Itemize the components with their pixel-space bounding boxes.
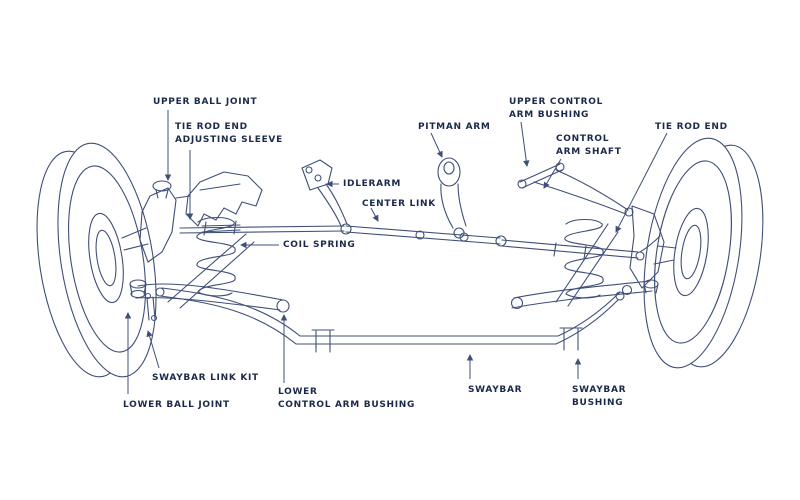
swaybar-link-kit-part — [144, 292, 158, 322]
label-tie-rod-end-right: TIE ROD END — [655, 122, 728, 132]
label-tie-rod-end-adjusting-sleeve: TIE ROD END ADJUSTING SLEEVE — [175, 122, 283, 145]
coil-spring-left — [196, 216, 236, 297]
tie-rod-right — [501, 235, 661, 261]
label-swaybar-bushing: SWAYBAR BUSHING — [572, 385, 627, 408]
label-upper-control-arm-bushing: UPPER CONTROL ARM BUSHING — [509, 97, 604, 120]
upper-control-arm-right — [533, 169, 634, 217]
lower-control-arm-left — [135, 283, 290, 313]
center-link-part — [340, 223, 507, 247]
label-coil-spring: COIL SPRING — [283, 240, 356, 250]
leader-upper-control-arm-bushing — [520, 121, 530, 167]
label-control-arm-shaft: CONTROL ARM SHAFT — [556, 134, 622, 157]
swaybar-part — [155, 287, 625, 345]
swaybar-bushing-right — [559, 327, 583, 351]
label-upper-ball-joint: UPPER BALL JOINT — [153, 97, 258, 107]
left-knuckle — [121, 187, 177, 263]
tie-rod-left — [179, 225, 345, 234]
leader-pitman-arm — [430, 132, 443, 158]
left-upper-bracket — [175, 171, 263, 227]
leader-tie-rod-end-right — [615, 132, 668, 233]
label-pitman-arm: PITMAN ARM — [418, 122, 491, 132]
adjusting-sleeve-part — [201, 220, 241, 236]
leader-center-link — [370, 207, 379, 222]
label-lower-control-arm-bushing: LOWER CONTROL ARM BUSHING — [278, 387, 416, 410]
leader-lines — [124, 110, 668, 394]
right-wheel — [643, 137, 764, 369]
lower-ball-joint-part — [129, 279, 147, 299]
leader-control-arm-shaft — [543, 158, 562, 189]
pitman-arm-part — [437, 157, 467, 239]
left-wheel — [36, 142, 157, 378]
label-swaybar: SWAYBAR — [468, 385, 523, 395]
coil-spring-right — [555, 218, 619, 307]
label-lower-ball-joint: LOWER BALL JOINT — [123, 400, 230, 410]
label-idler-arm: IDLERARM — [343, 179, 402, 189]
swaybar-bushing-left — [311, 329, 335, 353]
upper-ball-joint-part — [152, 180, 172, 199]
label-center-link: CENTER LINK — [362, 199, 436, 209]
label-swaybar-link-kit: SWAYBAR LINK KIT — [152, 373, 259, 383]
idler-arm-part — [301, 159, 348, 227]
strut-rods-left — [167, 233, 255, 309]
leader-swaybar-link-kit — [146, 330, 160, 369]
lower-control-arm-right — [510, 279, 659, 310]
